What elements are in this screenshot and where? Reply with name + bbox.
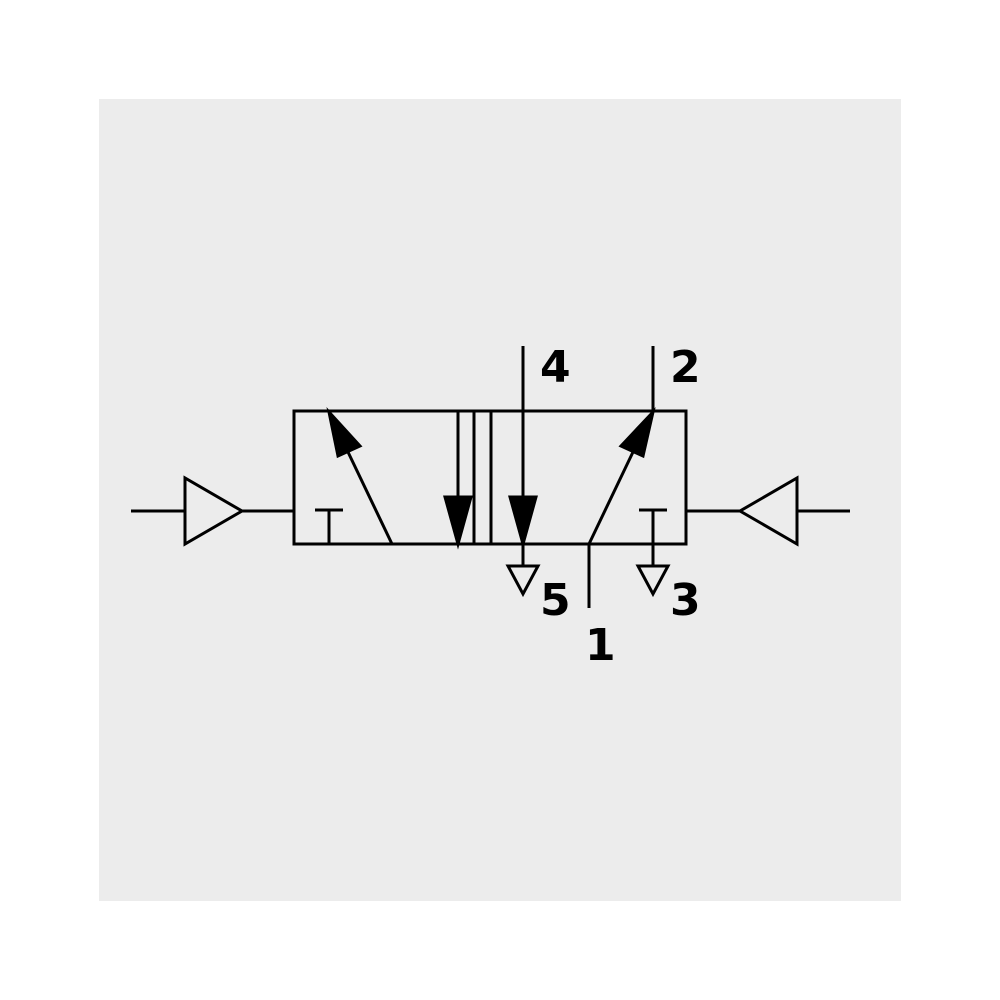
left-diagonal-flow-line bbox=[346, 451, 394, 545]
left-pilot-actuator bbox=[131, 475, 294, 547]
left-diagonal-arrowhead bbox=[326, 406, 363, 459]
right-pilot-triangle bbox=[737, 475, 799, 547]
valve-body bbox=[292, 409, 688, 546]
port-3-exhaust-triangle bbox=[635, 564, 671, 598]
left-switching-position bbox=[315, 406, 473, 550]
right-pilot-actuator bbox=[686, 475, 850, 547]
right-vertical-arrowhead bbox=[508, 495, 538, 550]
left-pilot-triangle bbox=[183, 475, 245, 547]
right-diagonal-flow-line bbox=[587, 451, 635, 545]
port-5-exhaust-triangle bbox=[505, 564, 541, 598]
port-3-label: 3 bbox=[670, 575, 701, 626]
right-switching-position bbox=[508, 406, 667, 566]
port-4-label: 4 bbox=[540, 342, 571, 393]
left-vertical-arrowhead bbox=[443, 495, 473, 550]
port-5-label: 5 bbox=[540, 575, 571, 626]
right-diagonal-arrowhead bbox=[618, 406, 656, 459]
port-2-label: 2 bbox=[670, 342, 701, 393]
diagram-panel bbox=[99, 99, 901, 901]
port-1-label: 1 bbox=[585, 620, 616, 671]
external-ports bbox=[505, 346, 671, 608]
